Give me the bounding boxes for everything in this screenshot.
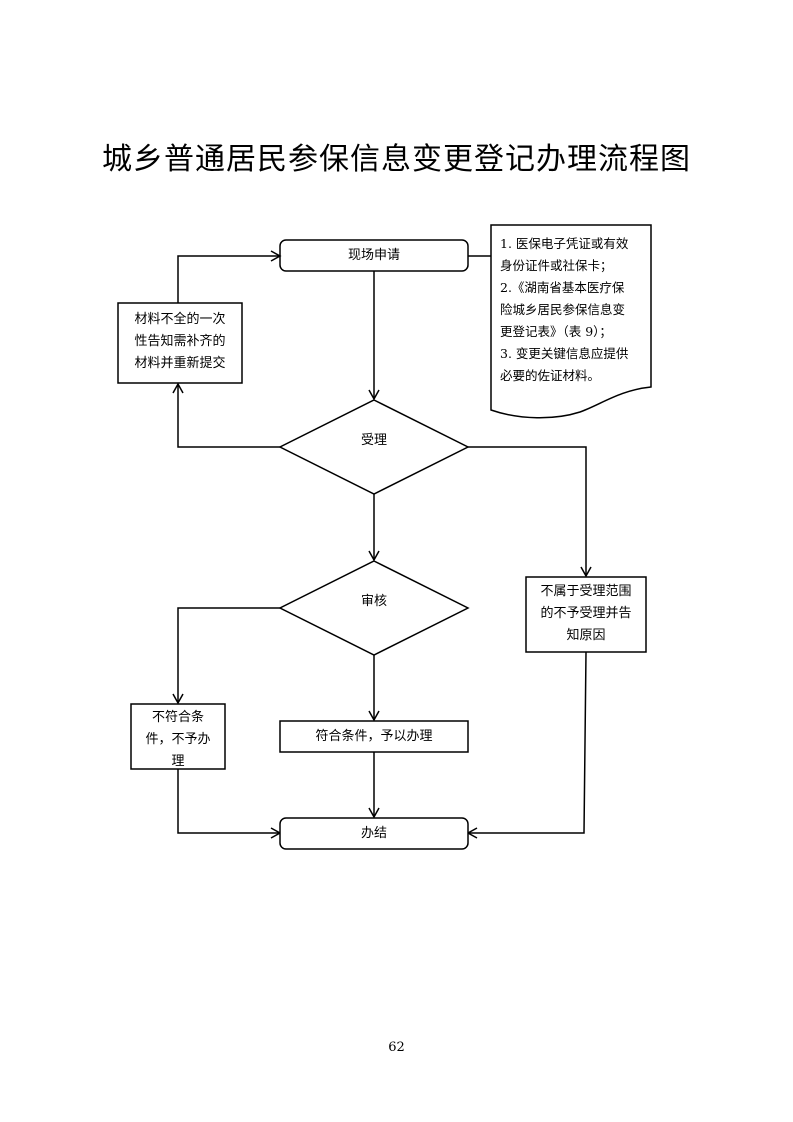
out-of-scope-line: 不属于受理范围 — [540, 584, 632, 599]
arrow-accept-to-incomplete — [172, 382, 280, 448]
materials-line: 必要的佐证材料。 — [500, 368, 601, 383]
not-qualified-line: 件，不予办 — [145, 732, 211, 747]
out-of-scope-line: 知原因 — [566, 628, 606, 643]
qualified-label: 符合条件，予以办理 — [315, 729, 433, 744]
not-qualified-node — [130, 703, 226, 770]
materials-line: 1. 医保电子凭证或有效 — [500, 236, 629, 251]
done-label: 办结 — [360, 826, 387, 841]
materials-document — [490, 224, 652, 419]
arrow-review-to-not-qualified — [172, 607, 280, 705]
incomplete-line: 材料不全的一次 — [134, 312, 226, 327]
not-qualified-label: 不符合条 件，不予办 理 — [131, 707, 225, 767]
incomplete-label: 材料不全的一次 性告知需补齐的 材料并重新提交 — [118, 309, 242, 375]
done-node — [279, 817, 469, 850]
accept-label: 受理 — [360, 433, 387, 448]
review-label: 审核 — [360, 594, 387, 609]
incomplete-line: 材料并重新提交 — [134, 356, 226, 371]
not-qualified-line: 不符合条 — [151, 710, 204, 725]
materials-line: 更登记表》（表 9）； — [500, 324, 612, 339]
out-of-scope-label: 不属于受理范围 的不予受理并告 知原因 — [526, 581, 646, 647]
out-of-scope-line: 的不予受理并告 — [540, 606, 632, 621]
materials-line: 3. 变更关键信息应提供 — [500, 346, 629, 361]
arrow-incomplete-to-apply — [177, 250, 282, 303]
arrow-out-of-scope-to-done — [466, 651, 587, 839]
materials-line: 险城乡居民参保信息变 — [500, 302, 626, 317]
materials-line: 身份证件或社保卡； — [500, 258, 613, 273]
arrow-accept-to-out-of-scope — [468, 446, 592, 578]
page-number: 62 — [388, 1040, 405, 1055]
qualified-node — [279, 720, 469, 753]
page-title: 城乡普通居民参保信息变更登记办理流程图 — [102, 142, 691, 177]
apply-label: 现场申请 — [347, 248, 400, 263]
materials-text: 1. 医保电子凭证或有效 身份证件或社保卡； 2.《湖南省基本医疗保 险城乡居民… — [500, 233, 650, 387]
materials-line: 2.《湖南省基本医疗保 — [500, 280, 625, 295]
not-qualified-line: 理 — [171, 754, 185, 767]
incomplete-line: 性告知需补齐的 — [134, 334, 226, 349]
arrow-not-qualified-to-done — [177, 769, 282, 839]
